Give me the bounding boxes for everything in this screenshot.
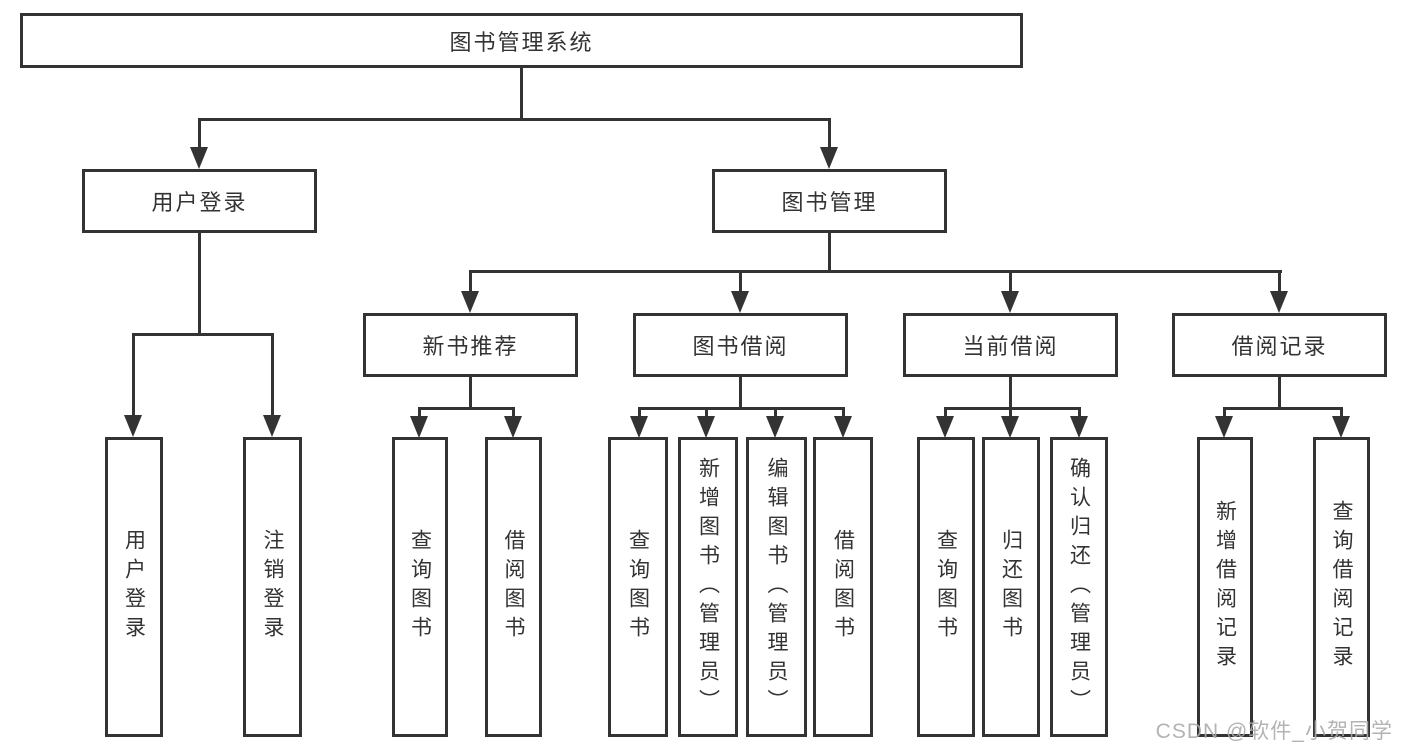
- edge-arrow-to-current-borrow: [1001, 270, 1019, 313]
- edge-book-management-stub: [828, 231, 831, 273]
- node-book-borrow: 图书借阅: [633, 313, 848, 377]
- node-borrow-records: 借阅记录: [1172, 313, 1387, 377]
- node-book-management-label: 图书管理: [781, 190, 878, 215]
- node-user-login-label: 用户登录: [151, 190, 248, 215]
- leaf-bb-add-books-admin-label: 新增图书（管理员）: [696, 456, 720, 718]
- leaf-bb-add-books-admin: 新增图书（管理员）: [678, 437, 738, 737]
- leaf-cb-confirm-return-admin: 确认归还（管理员）: [1050, 437, 1108, 737]
- leaf-bb-edit-books-admin: 编辑图书（管理员）: [746, 437, 807, 737]
- leaf-cb-query-books-label: 查询图书: [934, 529, 958, 645]
- edge-current-borrow-bus: [944, 407, 1081, 410]
- edge-arrow-to-borrow-records: [1270, 270, 1288, 313]
- edge-borrow-records-bus: [1223, 407, 1343, 410]
- leaf-br-query-record: 查询借阅记录: [1313, 437, 1370, 737]
- edge-book-borrow-stub: [739, 375, 742, 410]
- edge-recommend-stub: [469, 375, 472, 410]
- node-book-management: 图书管理: [712, 169, 947, 233]
- node-user-login: 用户登录: [82, 169, 317, 233]
- csdn-watermark: CSDN @软件_小贺同学: [1155, 720, 1393, 743]
- edge-arrow-cb-confirm: [1070, 407, 1088, 438]
- edge-book-borrow-bus: [638, 407, 845, 410]
- edge-level3-bus: [469, 270, 1282, 273]
- edge-arrow-br-add: [1215, 407, 1233, 438]
- edge-user-login-stub: [198, 231, 201, 336]
- edge-arrow-bb-query: [630, 407, 648, 438]
- edge-arrow-to-book-borrow: [731, 270, 749, 313]
- edge-arrow-to-logout-leaf: [263, 333, 281, 437]
- leaf-rec-query-books: 查询图书: [392, 437, 448, 737]
- edge-arrow-rec-query: [410, 407, 428, 438]
- edge-arrow-cb-return: [1001, 407, 1019, 438]
- edge-arrow-bb-edit: [766, 407, 784, 438]
- node-book-borrow-label: 图书借阅: [692, 334, 789, 359]
- leaf-bb-borrow-books: 借阅图书: [813, 437, 873, 737]
- leaf-cb-confirm-return-admin-label: 确认归还（管理员）: [1067, 456, 1091, 718]
- edge-arrow-br-query: [1332, 407, 1350, 438]
- leaf-rec-query-books-label: 查询图书: [408, 529, 432, 645]
- leaf-user-login-label: 用户登录: [122, 529, 146, 645]
- leaf-br-add-record-label: 新增借阅记录: [1213, 500, 1237, 674]
- leaf-cb-return-books-label: 归还图书: [999, 529, 1023, 645]
- edge-arrow-to-book-management: [820, 118, 838, 169]
- leaf-bb-query-books: 查询图书: [608, 437, 668, 737]
- leaf-bb-query-books-label: 查询图书: [626, 529, 650, 645]
- leaf-cb-return-books: 归还图书: [982, 437, 1040, 737]
- leaf-br-add-record: 新增借阅记录: [1197, 437, 1253, 737]
- node-current-borrow: 当前借阅: [903, 313, 1118, 377]
- leaf-bb-borrow-books-label: 借阅图书: [831, 529, 855, 645]
- node-system-root: 图书管理系统: [20, 13, 1023, 68]
- leaf-rec-borrow-books-label: 借阅图书: [502, 529, 525, 645]
- edge-arrow-rec-borrow: [504, 407, 522, 438]
- edge-arrow-to-new-book-recommend: [461, 270, 479, 313]
- node-new-book-recommend-label: 新书推荐: [422, 334, 519, 359]
- leaf-logout-label: 注销登录: [261, 529, 284, 645]
- leaf-logout: 注销登录: [243, 437, 302, 737]
- edge-root-stub: [520, 66, 523, 120]
- leaf-br-query-record-label: 查询借阅记录: [1330, 500, 1353, 674]
- edge-arrow-to-login-leaf: [124, 333, 142, 437]
- leaf-bb-edit-books-admin-label: 编辑图书（管理员）: [765, 456, 788, 718]
- edge-arrow-to-user-login: [190, 118, 208, 169]
- edge-arrow-cb-query: [936, 407, 954, 438]
- edge-arrow-bb-borrow: [834, 407, 852, 438]
- leaf-rec-borrow-books: 借阅图书: [485, 437, 542, 737]
- leaf-cb-query-books: 查询图书: [917, 437, 975, 737]
- edge-recommend-bus: [419, 407, 515, 410]
- edge-current-borrow-stub: [1009, 375, 1012, 410]
- node-new-book-recommend: 新书推荐: [363, 313, 578, 377]
- edge-level2-bus: [198, 118, 831, 121]
- edge-borrow-records-stub: [1278, 375, 1281, 410]
- node-system-root-label: 图书管理系统: [449, 29, 594, 55]
- node-borrow-records-label: 借阅记录: [1231, 334, 1328, 359]
- edge-arrow-bb-add: [697, 407, 715, 438]
- node-current-borrow-label: 当前借阅: [962, 334, 1059, 359]
- edge-user-login-bus: [132, 333, 274, 336]
- leaf-user-login: 用户登录: [105, 437, 163, 737]
